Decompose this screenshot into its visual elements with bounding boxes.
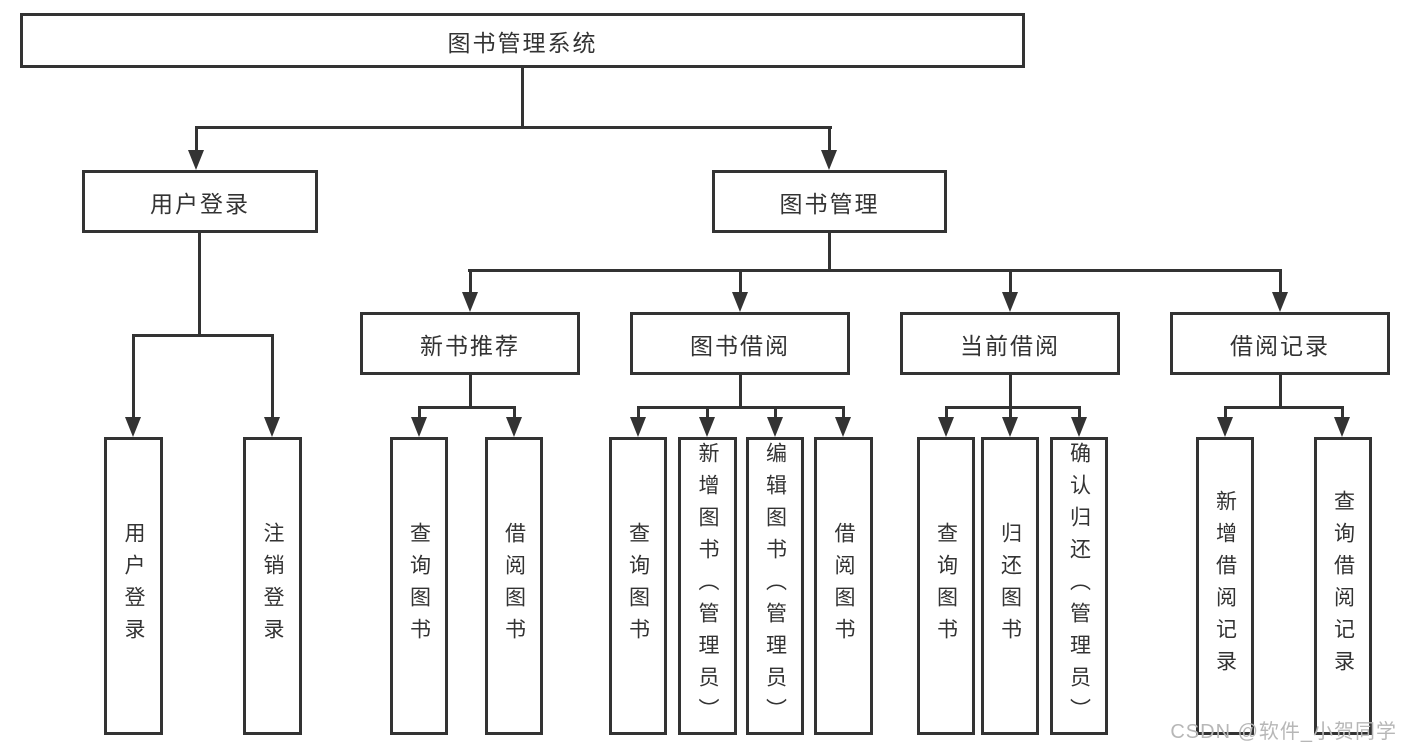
connector-line bbox=[521, 68, 524, 128]
arrow-down-icon bbox=[821, 150, 837, 170]
leaf-query-borrow-record: 查询借阅记录 bbox=[1314, 437, 1372, 735]
node-book-borrowing: 图书借阅 bbox=[630, 312, 850, 375]
node-borrowing-records: 借阅记录 bbox=[1170, 312, 1390, 375]
arrow-down-icon bbox=[630, 417, 646, 437]
connector-line bbox=[1279, 375, 1282, 408]
connector-line bbox=[842, 406, 845, 419]
arrow-down-icon bbox=[767, 417, 783, 437]
leaf-query-books-borrow: 查询图书 bbox=[609, 437, 667, 735]
connector-line bbox=[945, 406, 1081, 409]
arrow-down-icon bbox=[411, 417, 427, 437]
connector-line bbox=[468, 269, 1282, 272]
node-user-login: 用户登录 bbox=[82, 170, 318, 233]
arrow-down-icon bbox=[699, 417, 715, 437]
connector-line bbox=[132, 334, 274, 337]
leaf-user-login: 用户登录 bbox=[104, 437, 163, 735]
leaf-add-borrow-record: 新增借阅记录 bbox=[1196, 437, 1254, 735]
node-library-system: 图书管理系统 bbox=[20, 13, 1025, 68]
connector-line bbox=[469, 375, 472, 408]
connector-line bbox=[739, 269, 742, 294]
connector-line bbox=[198, 233, 201, 336]
connector-line bbox=[1224, 406, 1227, 419]
connector-line bbox=[1009, 375, 1012, 408]
arrow-down-icon bbox=[1002, 417, 1018, 437]
leaf-query-books-current: 查询图书 bbox=[917, 437, 975, 735]
leaf-confirm-return-admin: 确认归还（管理员） bbox=[1050, 437, 1108, 735]
arrow-down-icon bbox=[462, 292, 478, 312]
connector-line bbox=[637, 406, 640, 419]
connector-line bbox=[271, 334, 274, 417]
leaf-query-books-recommend: 查询图书 bbox=[390, 437, 448, 735]
connector-line bbox=[469, 269, 472, 294]
connector-line bbox=[828, 126, 831, 152]
arrow-down-icon bbox=[1217, 417, 1233, 437]
arrow-down-icon bbox=[1272, 292, 1288, 312]
leaf-return-books: 归还图书 bbox=[981, 437, 1039, 735]
arrow-down-icon bbox=[1002, 292, 1018, 312]
connector-line bbox=[739, 375, 742, 408]
arrow-down-icon bbox=[938, 417, 954, 437]
connector-line bbox=[637, 406, 845, 409]
connector-line bbox=[828, 233, 831, 272]
connector-line bbox=[774, 406, 777, 419]
arrow-down-icon bbox=[1334, 417, 1350, 437]
connector-line bbox=[1009, 269, 1012, 294]
node-new-book-recommend: 新书推荐 bbox=[360, 312, 580, 375]
connector-line bbox=[418, 406, 421, 419]
connector-line bbox=[1224, 406, 1344, 409]
leaf-logout: 注销登录 bbox=[243, 437, 302, 735]
watermark: CSDN @软件_小贺同学 bbox=[1170, 721, 1397, 743]
arrow-down-icon bbox=[188, 150, 204, 170]
connector-line bbox=[418, 406, 516, 409]
leaf-borrow-books-recommend: 借阅图书 bbox=[485, 437, 543, 735]
arrow-down-icon bbox=[125, 417, 141, 437]
node-current-borrowing: 当前借阅 bbox=[900, 312, 1120, 375]
arrow-down-icon bbox=[506, 417, 522, 437]
leaf-add-book-admin: 新增图书（管理员） bbox=[678, 437, 737, 735]
connector-line bbox=[195, 126, 198, 152]
connector-line bbox=[945, 406, 948, 419]
connector-line bbox=[706, 406, 709, 419]
connector-line bbox=[1009, 406, 1012, 419]
connector-line bbox=[1078, 406, 1081, 419]
arrow-down-icon bbox=[732, 292, 748, 312]
connector-line bbox=[195, 126, 832, 129]
leaf-borrow-books: 借阅图书 bbox=[814, 437, 873, 735]
arrow-down-icon bbox=[835, 417, 851, 437]
connector-line bbox=[513, 406, 516, 419]
arrow-down-icon bbox=[264, 417, 280, 437]
leaf-edit-book-admin: 编辑图书（管理员） bbox=[746, 437, 804, 735]
connector-line bbox=[132, 334, 135, 417]
node-book-management: 图书管理 bbox=[712, 170, 947, 233]
arrow-down-icon bbox=[1071, 417, 1087, 437]
connector-line bbox=[1341, 406, 1344, 419]
connector-line bbox=[1279, 269, 1282, 294]
